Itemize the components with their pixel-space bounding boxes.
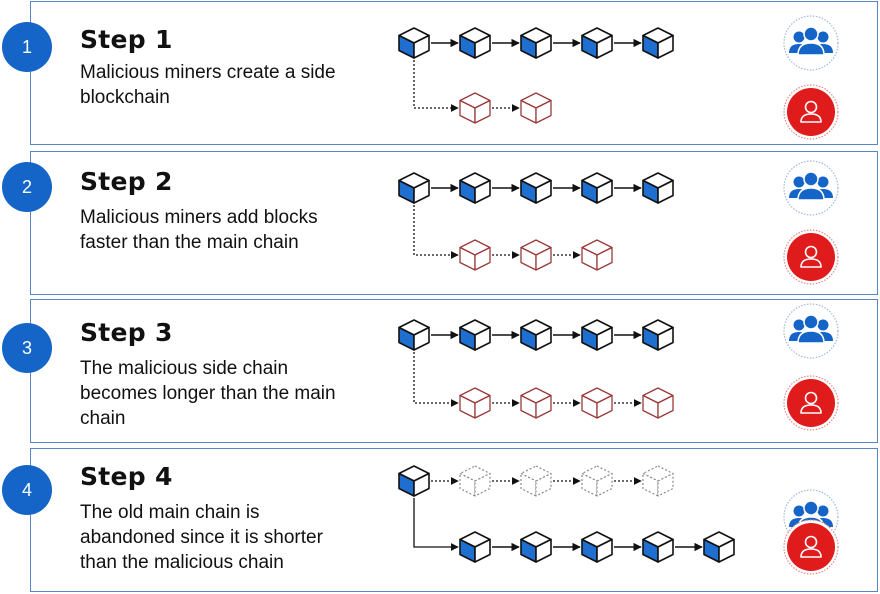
step-2-main-block — [642, 172, 674, 204]
step-3-number-badge: 3 — [2, 323, 52, 373]
step-2-side-block — [581, 239, 613, 271]
step-2-number-badge: 2 — [2, 162, 52, 212]
step-1-genesis-block — [398, 27, 430, 59]
step-2-main-block — [459, 172, 491, 204]
group-icon — [783, 160, 839, 216]
step-1-main-block — [520, 27, 552, 59]
step-2-side-block — [459, 239, 491, 271]
step-4-description: The old main chain is abandoned since it… — [80, 502, 323, 573]
step-4-panel — [30, 448, 878, 592]
step-3-side-block — [520, 387, 552, 419]
user-icon — [783, 519, 839, 575]
step-2-description: Malicious miners add blocks faster than … — [80, 207, 318, 253]
step-4-side-block — [703, 531, 735, 563]
step-3-fork-arrow — [413, 352, 459, 407]
step-4-side-block — [642, 531, 674, 563]
step-1-number-badge: 1 — [2, 22, 52, 72]
step-2-fork-arrow — [413, 205, 459, 259]
step-4-side-block — [459, 531, 491, 563]
step-4-side-block — [581, 531, 613, 563]
step-2-panel — [30, 151, 878, 295]
step-2-chains — [398, 172, 674, 271]
step-4-side-block — [520, 531, 552, 563]
user-icon — [783, 229, 839, 285]
step-1-main-block — [581, 27, 613, 59]
step-4-main-block — [459, 465, 491, 497]
step-1-panel — [30, 1, 878, 145]
step-1-main-block — [459, 27, 491, 59]
step-3-main-block — [581, 319, 613, 351]
step-1-side-block — [459, 92, 491, 124]
step-3-title: Step 3 — [80, 318, 173, 347]
step-4-main-block — [642, 465, 674, 497]
step-3-side-block — [581, 387, 613, 419]
step-1-description: Malicious miners create a side blockchai… — [80, 62, 336, 108]
step-2-main-block — [520, 172, 552, 204]
step-4-main-block — [520, 465, 552, 497]
group-icon — [783, 303, 839, 359]
step-4-chains — [398, 465, 735, 563]
step-4-fork-arrow — [413, 498, 459, 551]
step-3-side-block — [642, 387, 674, 419]
step-1-title: Step 1 — [80, 25, 173, 54]
step-2-side-block — [520, 239, 552, 271]
step-3-side-block — [459, 387, 491, 419]
step-4-title: Step 4 — [80, 462, 173, 491]
step-3-description: The malicious side chain becomes longer … — [80, 358, 336, 429]
user-icon — [783, 375, 839, 431]
step-3-main-block — [520, 319, 552, 351]
step-2-title: Step 2 — [80, 167, 173, 196]
step-3-panel — [30, 299, 878, 443]
step-3-genesis-block — [398, 319, 430, 351]
step-4-number-badge: 4 — [2, 465, 52, 515]
step-3-chains — [398, 319, 674, 419]
step-3-main-block — [642, 319, 674, 351]
step-1-fork-arrow — [413, 60, 459, 112]
step-1-side-block — [520, 92, 552, 124]
step-2-main-block — [581, 172, 613, 204]
step-1-main-block — [642, 27, 674, 59]
step-1-chains — [398, 27, 674, 124]
step-4-main-block — [581, 465, 613, 497]
step-3-main-block — [459, 319, 491, 351]
group-icon — [783, 15, 839, 71]
step-2-genesis-block — [398, 172, 430, 204]
user-icon — [783, 84, 839, 140]
step-4-genesis-block — [398, 465, 430, 497]
